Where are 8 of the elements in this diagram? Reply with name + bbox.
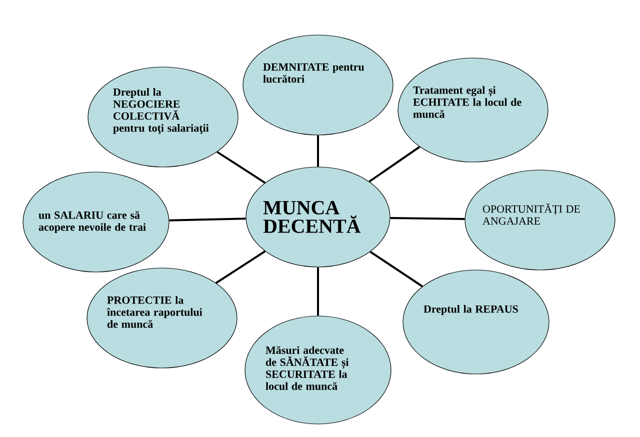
connector-line	[368, 146, 420, 182]
connector-line	[390, 216, 465, 220]
connector-line	[169, 218, 246, 222]
connector-line	[216, 151, 266, 184]
connector-line	[370, 250, 423, 288]
connector-line	[317, 267, 319, 316]
connector-line	[317, 135, 319, 167]
connector-line	[216, 250, 266, 284]
